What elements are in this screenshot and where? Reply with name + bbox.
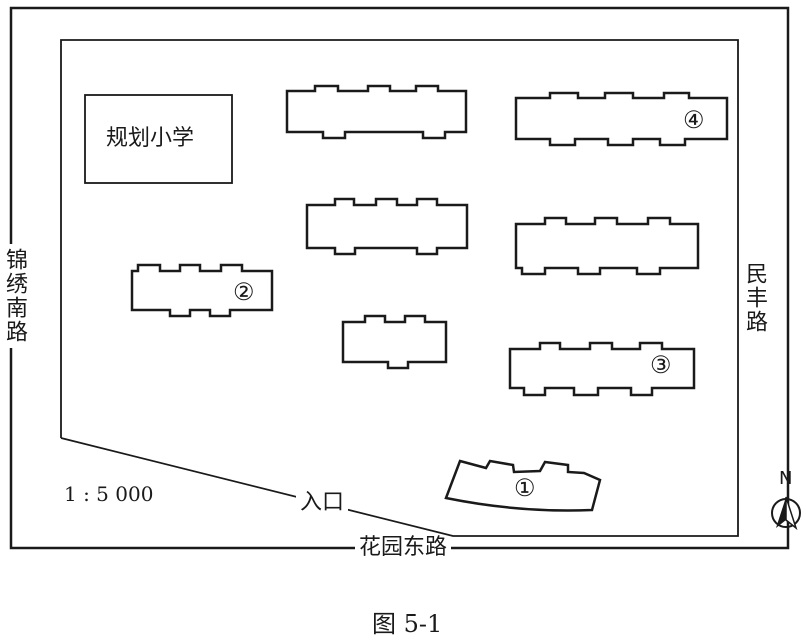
building-4 xyxy=(514,91,729,147)
north-label: N xyxy=(779,468,793,489)
building-label-4: ④ xyxy=(683,106,705,134)
building-right-middle xyxy=(514,216,700,276)
road-label-west: 锦绣南路 xyxy=(2,244,27,348)
north-arrow-icon xyxy=(771,496,801,531)
scale-label: 1 : 5 000 xyxy=(64,482,154,506)
site-boundary xyxy=(60,39,739,537)
building-2 xyxy=(130,263,274,318)
figure-caption: 图 5-1 xyxy=(372,610,443,638)
outer-road-boundary xyxy=(9,6,790,550)
building-label-3: ③ xyxy=(650,351,672,379)
building-1 xyxy=(444,459,602,512)
building-label-1: ① xyxy=(514,474,536,502)
road-label-south: 花园东路 xyxy=(355,537,452,559)
building-label-2: ② xyxy=(233,278,255,306)
building-3 xyxy=(508,341,696,397)
building-top-center xyxy=(285,84,468,140)
school-plot xyxy=(84,94,233,184)
building-small-center xyxy=(341,314,448,370)
road-label-east: 民丰路 xyxy=(742,258,767,338)
building-center-middle xyxy=(305,197,469,256)
entrance-label: 入口 xyxy=(296,492,349,514)
school-label: 规划小学 xyxy=(106,126,195,151)
